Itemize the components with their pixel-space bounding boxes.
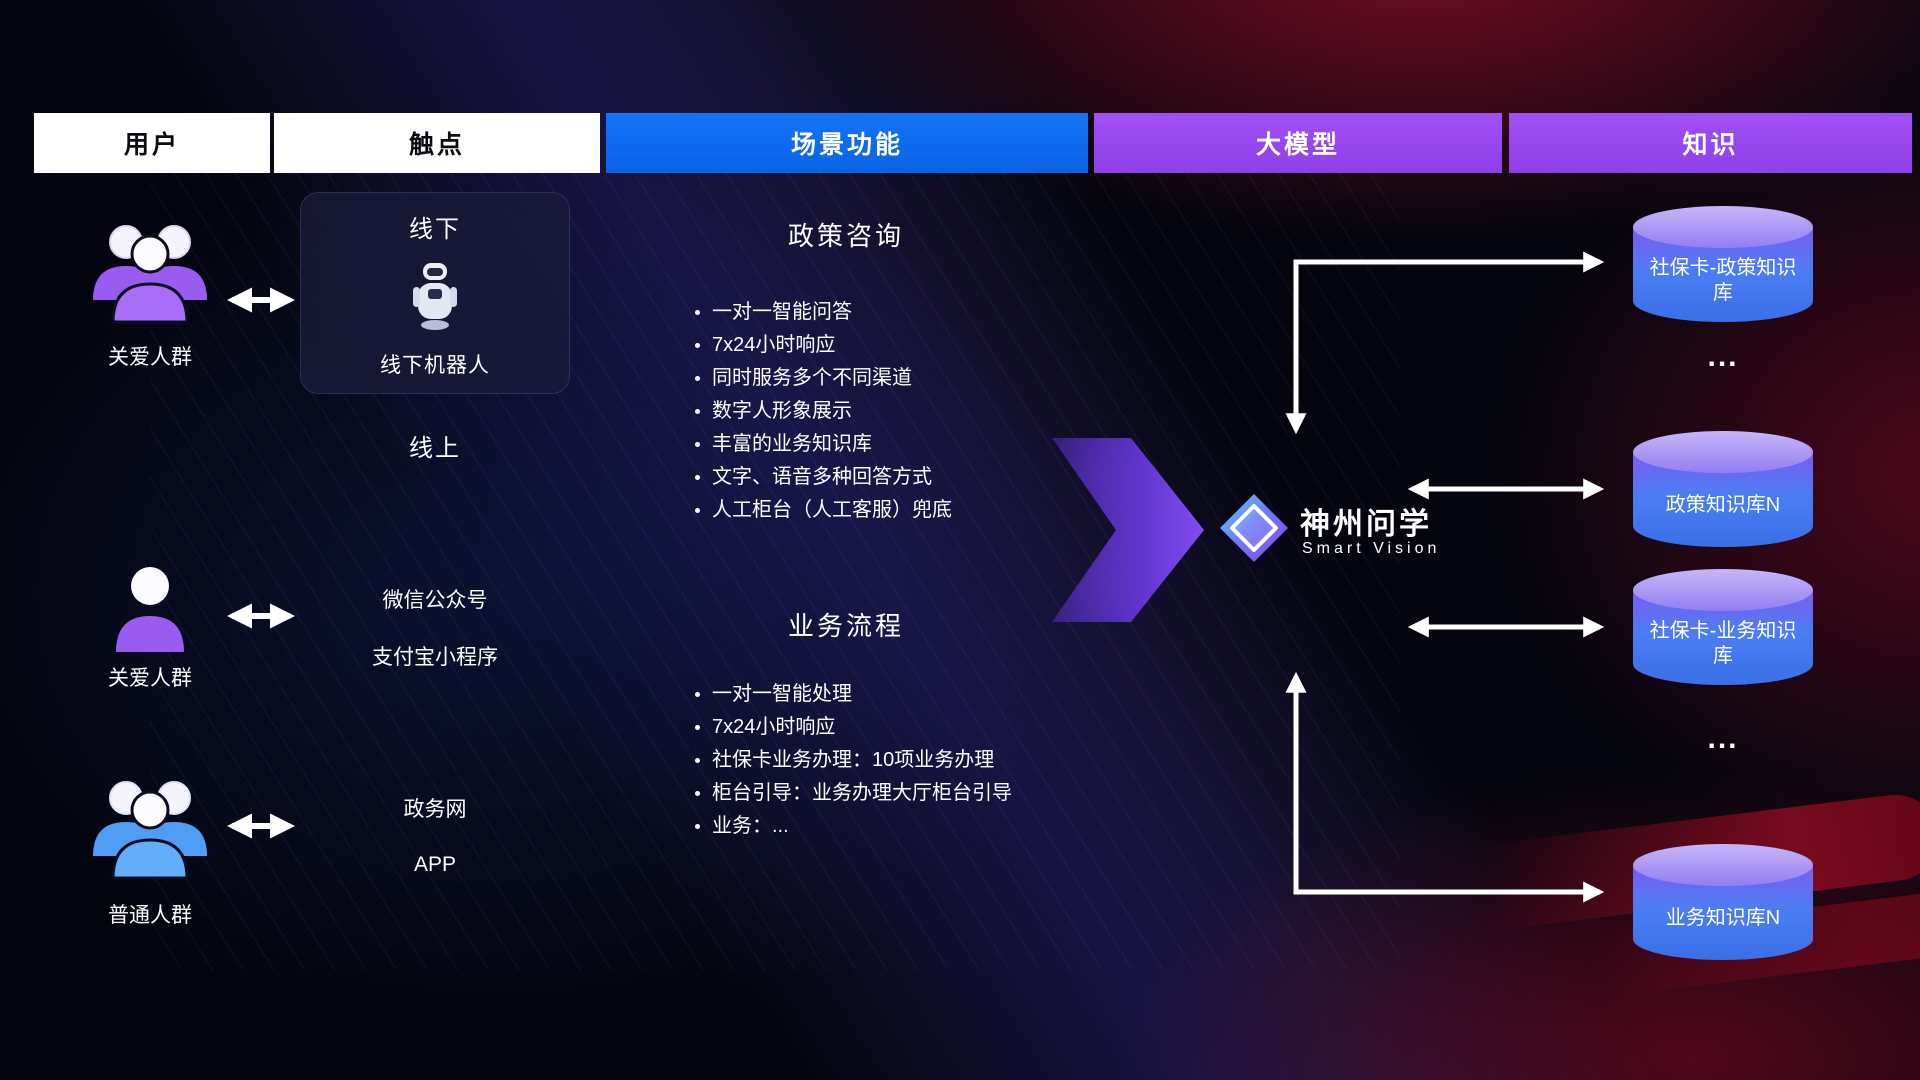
user-group-label: 普通人群	[108, 904, 192, 927]
knowledge-db-business-ssc: 社保卡-业务知识库	[1633, 569, 1813, 685]
list-item: 7x24小时响应	[712, 711, 1012, 744]
online-title: 线上	[409, 435, 461, 462]
offline-title: 线下	[409, 216, 461, 243]
cylinder-label: 社保卡-政策知识库	[1633, 227, 1813, 322]
offline-robot-label: 线下机器人	[380, 354, 490, 377]
channel-alipay: 支付宝小程序	[372, 646, 498, 669]
header-touchpoints: 触点	[274, 113, 600, 173]
header-large-model: 大模型	[1094, 113, 1502, 173]
list-item: 文字、语音多种回答方式	[712, 461, 952, 494]
list-item: 业务：...	[712, 810, 1012, 843]
robot-icon	[413, 262, 457, 330]
list-item: 社保卡业务办理：10项业务办理	[712, 744, 1012, 777]
channel-wechat: 微信公众号	[382, 589, 488, 612]
user-group-blue-icon	[93, 781, 207, 880]
list-item: 一对一智能处理	[712, 678, 1012, 711]
cylinder-top	[1633, 569, 1813, 611]
business-process-title: 业务流程	[787, 611, 904, 641]
list-item: 7x24小时响应	[712, 329, 952, 362]
knowledge-ellipsis: ...	[1707, 340, 1739, 373]
header-scenario-functions: 场景功能	[606, 113, 1088, 173]
cylinder-top	[1633, 431, 1813, 473]
list-item: 丰富的业务知识库	[712, 428, 952, 461]
smart-vision-logo-icon	[1220, 494, 1288, 562]
list-item: 柜台引导：业务办理大厅柜台引导	[712, 777, 1012, 810]
header-knowledge: 知识	[1509, 113, 1912, 173]
model-subtitle: Smart Vision	[1302, 540, 1441, 557]
user-single-label: 关爱人群	[108, 667, 192, 690]
header-users: 用户	[34, 113, 270, 173]
offline-touchpoint-card: 线下 线下机器人	[300, 192, 570, 394]
business-process-list: 一对一智能处理 7x24小时响应 社保卡业务办理：10项业务办理 柜台引导：业务…	[690, 678, 1012, 843]
policy-consult-list: 一对一智能问答 7x24小时响应 同时服务多个不同渠道 数字人形象展示 丰富的业…	[690, 296, 952, 527]
model-name: 神州问学	[1300, 508, 1432, 541]
knowledge-db-policy-n: 政策知识库N	[1633, 431, 1813, 547]
knowledge-db-policy-ssc: 社保卡-政策知识库	[1633, 206, 1813, 322]
channel-gov-web: 政务网	[403, 798, 467, 821]
user-group-label: 关爱人群	[108, 346, 192, 369]
user-group-purple-icon	[93, 225, 207, 324]
list-item: 人工柜台（人工客服）兜底	[712, 494, 952, 527]
user-single-purple-icon	[116, 567, 184, 652]
list-item: 数字人形象展示	[712, 395, 952, 428]
policy-consult-title: 政策咨询	[787, 221, 904, 251]
list-item: 一对一智能问答	[712, 296, 952, 329]
knowledge-ellipsis: ...	[1707, 722, 1739, 755]
cylinder-top	[1633, 844, 1813, 886]
cylinder-top	[1633, 206, 1813, 248]
knowledge-db-business-n: 业务知识库N	[1633, 844, 1813, 960]
list-item: 同时服务多个不同渠道	[712, 362, 952, 395]
channel-app: APP	[413, 853, 457, 876]
